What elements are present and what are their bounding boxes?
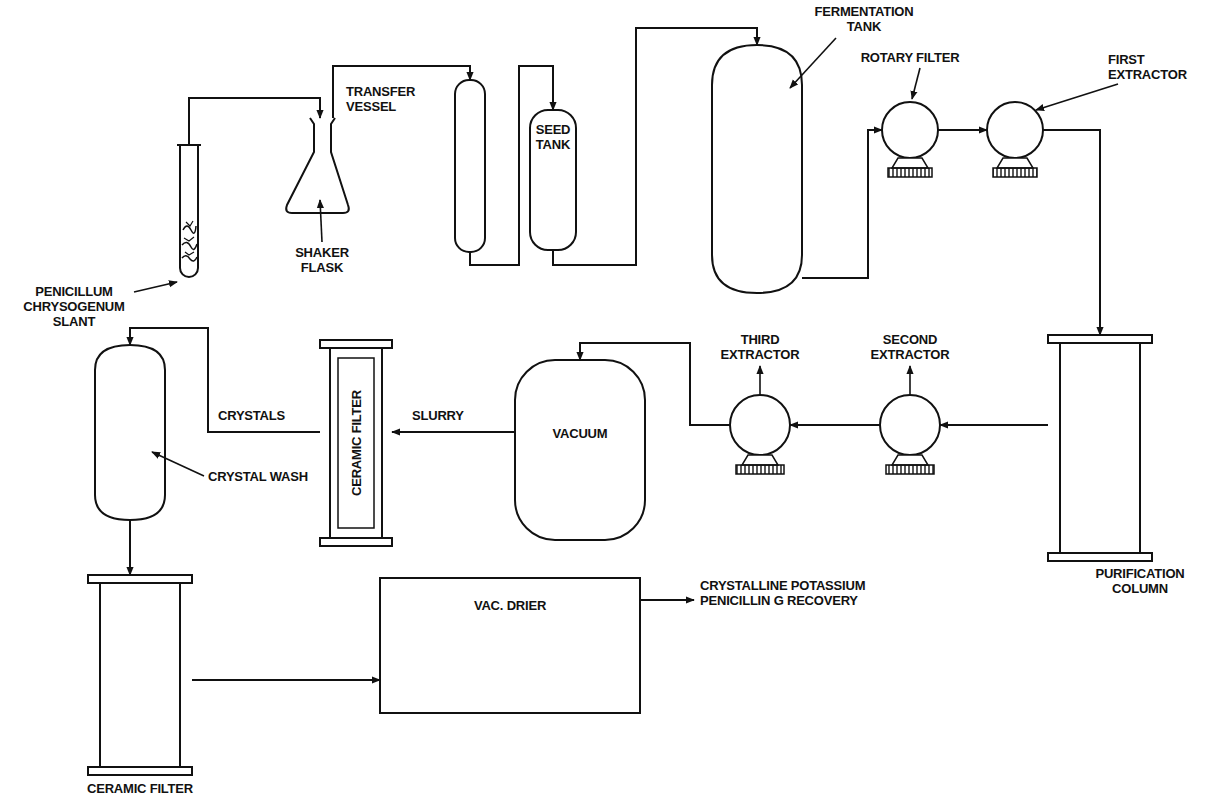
equipment-label: CERAMIC FILTER [349, 390, 364, 496]
product-label: CRYSTALLINE POTASSIUM PENICILLIN G RECOV… [700, 578, 915, 608]
equipment-label: CRYSTAL WASH [208, 469, 332, 484]
equipment-node: ROTARY FILTER [882, 102, 938, 158]
equipment-label: FERMENTATION TANK [800, 4, 928, 34]
pipe-connector [553, 28, 757, 265]
pipe-connector [192, 679, 380, 681]
equipment-node: PURIFICATION COLUMN [1048, 335, 1152, 561]
pipe-connector [940, 424, 1048, 426]
equipment-node: VAC. DRIER [380, 578, 640, 713]
pipe-connector [333, 66, 470, 118]
equipment-label: SHAKER FLASK [287, 245, 357, 275]
flow-label: SLURRY [410, 408, 466, 423]
pipe-connector [938, 129, 987, 131]
pipe-connector [392, 431, 515, 433]
equipment-node: CERAMIC FILTER [88, 575, 192, 775]
equipment-label: SEED TANK [530, 122, 576, 152]
equipment-node: SHAKER FLASK [285, 118, 351, 213]
flow-label: CRYSTALS [216, 408, 287, 423]
equipment-node: CERAMIC FILTER [320, 340, 392, 546]
equipment-node: FERMENTATION TANK [712, 45, 802, 293]
pipe-connector [802, 130, 882, 278]
pipe-connector [130, 328, 320, 432]
pipe-connector [580, 343, 730, 425]
equipment-node: SECOND EXTRACTOR [880, 395, 940, 455]
equipment-node: VACUUM [515, 360, 645, 540]
equipment-label: ROTARY FILTER [848, 50, 972, 65]
pipe-connector [790, 424, 880, 426]
equipment-label: THIRD EXTRACTOR [702, 332, 818, 362]
equipment-label: VAC. DRIER [380, 598, 640, 613]
equipment-node: FIRST EXTRACTOR [987, 102, 1043, 158]
pipe-connector [189, 98, 320, 145]
equipment-node: CRYSTAL WASH [95, 345, 165, 520]
equipment-label: VACUUM [515, 426, 645, 441]
equipment-label: TRANSFER VESSEL [346, 84, 450, 114]
equipment-node: SEED TANK [530, 110, 576, 250]
equipment-label: PENICILLUM CHRYSOGENUM SLANT [14, 284, 134, 329]
equipment-node: PENICILLUM CHRYSOGENUM SLANT [180, 145, 198, 280]
pipe-connector [129, 520, 131, 575]
equipment-label: SECOND EXTRACTOR [852, 332, 968, 362]
pipe-connector [1043, 130, 1100, 335]
pipe-connector [470, 66, 553, 265]
equipment-node: TRANSFER VESSEL [455, 80, 485, 252]
equipment-node: THIRD EXTRACTOR [730, 395, 790, 455]
equipment-label: CERAMIC FILTER [60, 781, 220, 796]
equipment-label: PURIFICATION COLUMN [1084, 566, 1196, 596]
equipment-label: FIRST EXTRACTOR [1108, 52, 1204, 82]
